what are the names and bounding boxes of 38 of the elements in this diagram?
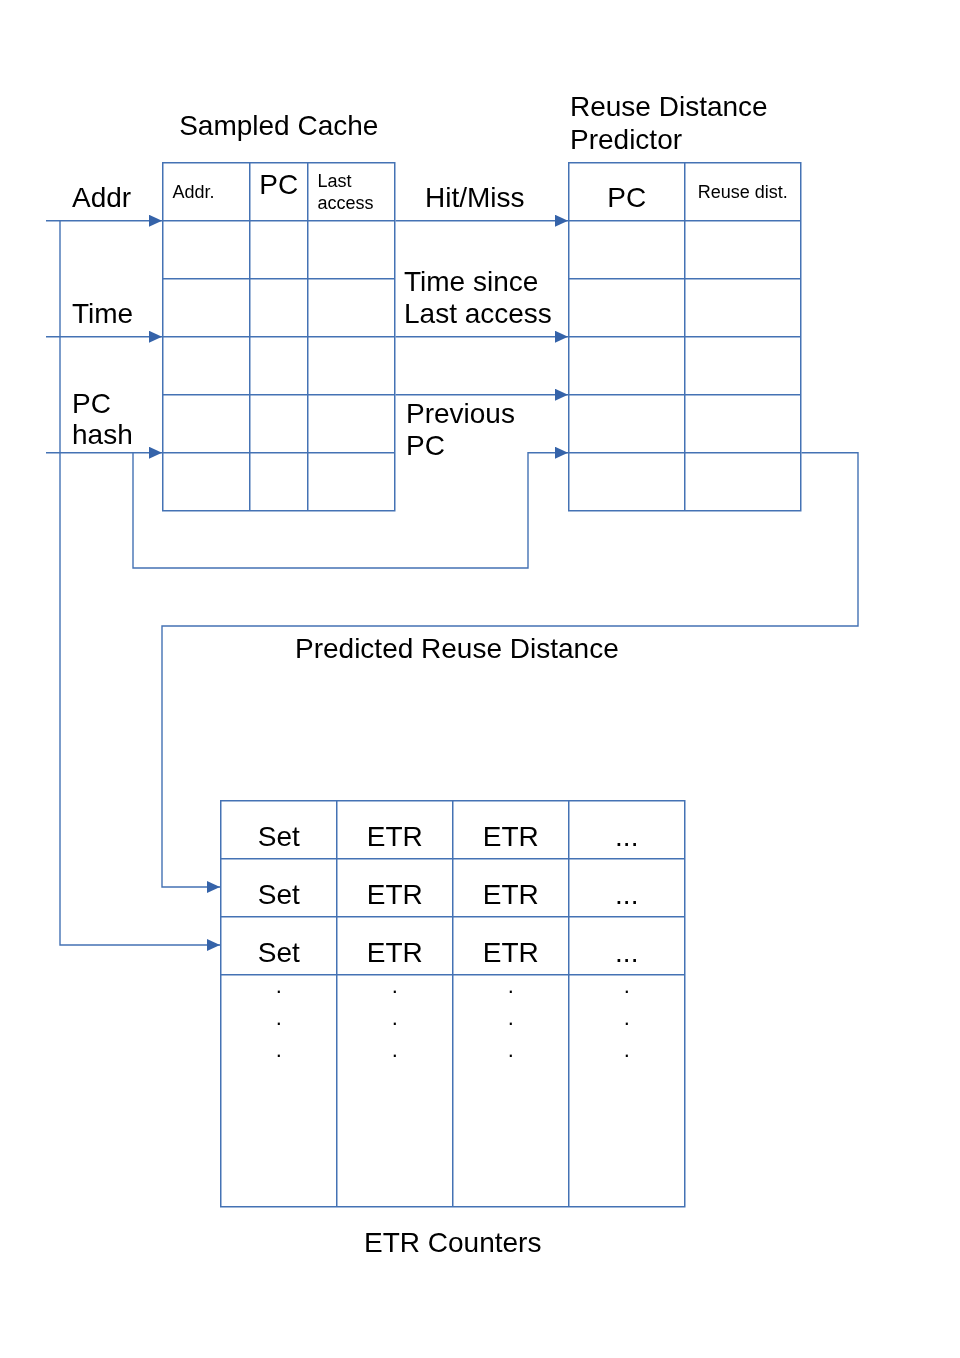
arrow	[59, 220, 221, 951]
arrow	[45, 330, 163, 343]
vertical-ellipsis: . . .	[507, 971, 514, 1064]
edge-label: PC hash	[72, 388, 133, 450]
column-header: PC	[607, 181, 647, 214]
table-title: Reuse Distance Predictor	[570, 90, 769, 156]
table-entry: ETR	[482, 878, 539, 911]
vertical-ellipsis: . . .	[623, 971, 630, 1064]
table-entry: ETR	[366, 936, 423, 969]
vertical-ellipsis: . . .	[391, 971, 398, 1064]
arrow	[45, 214, 163, 227]
table-entry: ETR	[482, 936, 539, 969]
table-entry: ...	[615, 820, 639, 853]
column-header: PC	[259, 168, 299, 201]
table-entry: ...	[615, 878, 639, 911]
table-entry: Set	[257, 936, 300, 969]
column-header: Reuse dist.	[697, 180, 788, 203]
table-title: Sampled Cache	[179, 109, 379, 142]
table-title: ETR Counters	[364, 1226, 542, 1259]
edge-label: Addr	[72, 182, 132, 214]
table-entry: Set	[257, 820, 300, 853]
vertical-ellipsis: . . .	[275, 971, 282, 1064]
column-header: Last access	[317, 169, 374, 214]
edge-label: Time since Last access	[404, 266, 553, 330]
arrow	[394, 330, 569, 343]
arrow	[394, 214, 569, 227]
arrow	[394, 388, 569, 401]
edge-label: Hit/Miss	[425, 182, 525, 214]
table-entry: ETR	[482, 820, 539, 853]
table-entry: ETR	[366, 878, 423, 911]
table-entry: ...	[615, 936, 639, 969]
table-entry: Set	[257, 878, 300, 911]
table-entry: ETR	[366, 820, 423, 853]
edge-label: Previous PC	[406, 398, 515, 462]
edge-label: Time	[72, 298, 134, 330]
arrow	[45, 446, 163, 459]
arrow	[132, 446, 569, 569]
column-header: Addr.	[172, 180, 215, 203]
